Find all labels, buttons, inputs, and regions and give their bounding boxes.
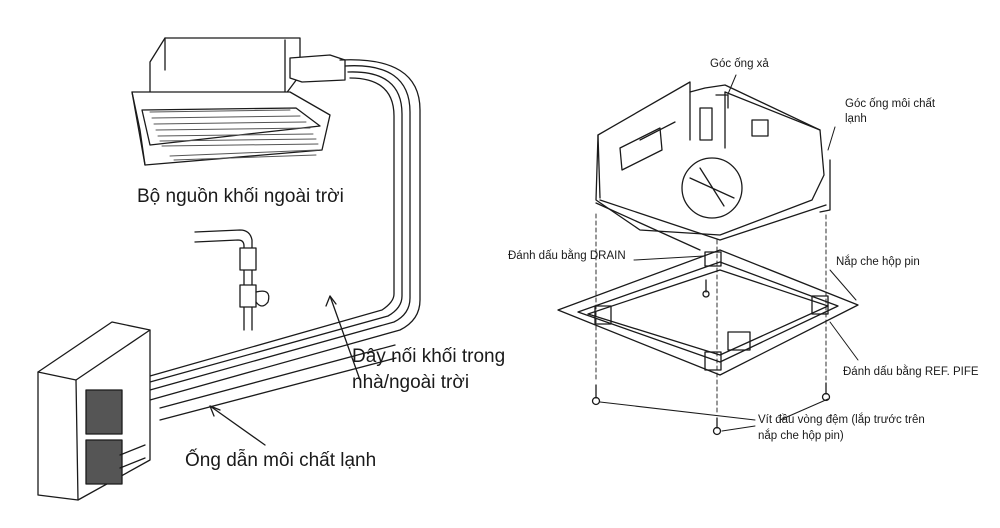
label-refrigerant-pipe: Ống dẫn môi chất lạnh bbox=[185, 450, 377, 471]
guide-lines bbox=[595, 213, 827, 416]
label-connection-wire-1: Dây nối khối trong bbox=[352, 346, 506, 367]
label-ref-pipe-mark: Đánh dấu bằng REF. PIFE bbox=[843, 366, 979, 378]
cassette-body bbox=[595, 81, 831, 251]
label-outdoor-power: Bộ nguồn khối ngoài trời bbox=[137, 186, 344, 207]
battery-cover-frame bbox=[557, 249, 859, 376]
label-washer-screw-1: Vít đầu vòng đệm (lắp trước trên bbox=[758, 414, 925, 426]
label-battery-cover: Nắp che hộp pin bbox=[836, 256, 920, 268]
label-washer-screw-2: nắp che hộp pin) bbox=[758, 430, 844, 442]
pipe-run bbox=[149, 59, 421, 421]
outdoor-unit bbox=[37, 321, 151, 501]
label-refrigerant-corner-1: Góc ống môi chất bbox=[845, 98, 936, 110]
label-drain-corner: Góc ống xả bbox=[710, 58, 769, 70]
arrows-left bbox=[209, 295, 361, 446]
arrows-right bbox=[599, 74, 859, 432]
label-drain-mark: Đánh dấu bằng DRAIN bbox=[508, 250, 626, 262]
cassette-grille bbox=[149, 109, 319, 161]
pipe-fittings bbox=[194, 229, 270, 331]
label-refrigerant-corner-2: lạnh bbox=[845, 113, 867, 125]
label-connection-wire-2: nhà/ngoài trời bbox=[352, 372, 470, 393]
screws bbox=[591, 279, 831, 436]
indoor-cassette-unit bbox=[131, 37, 346, 166]
